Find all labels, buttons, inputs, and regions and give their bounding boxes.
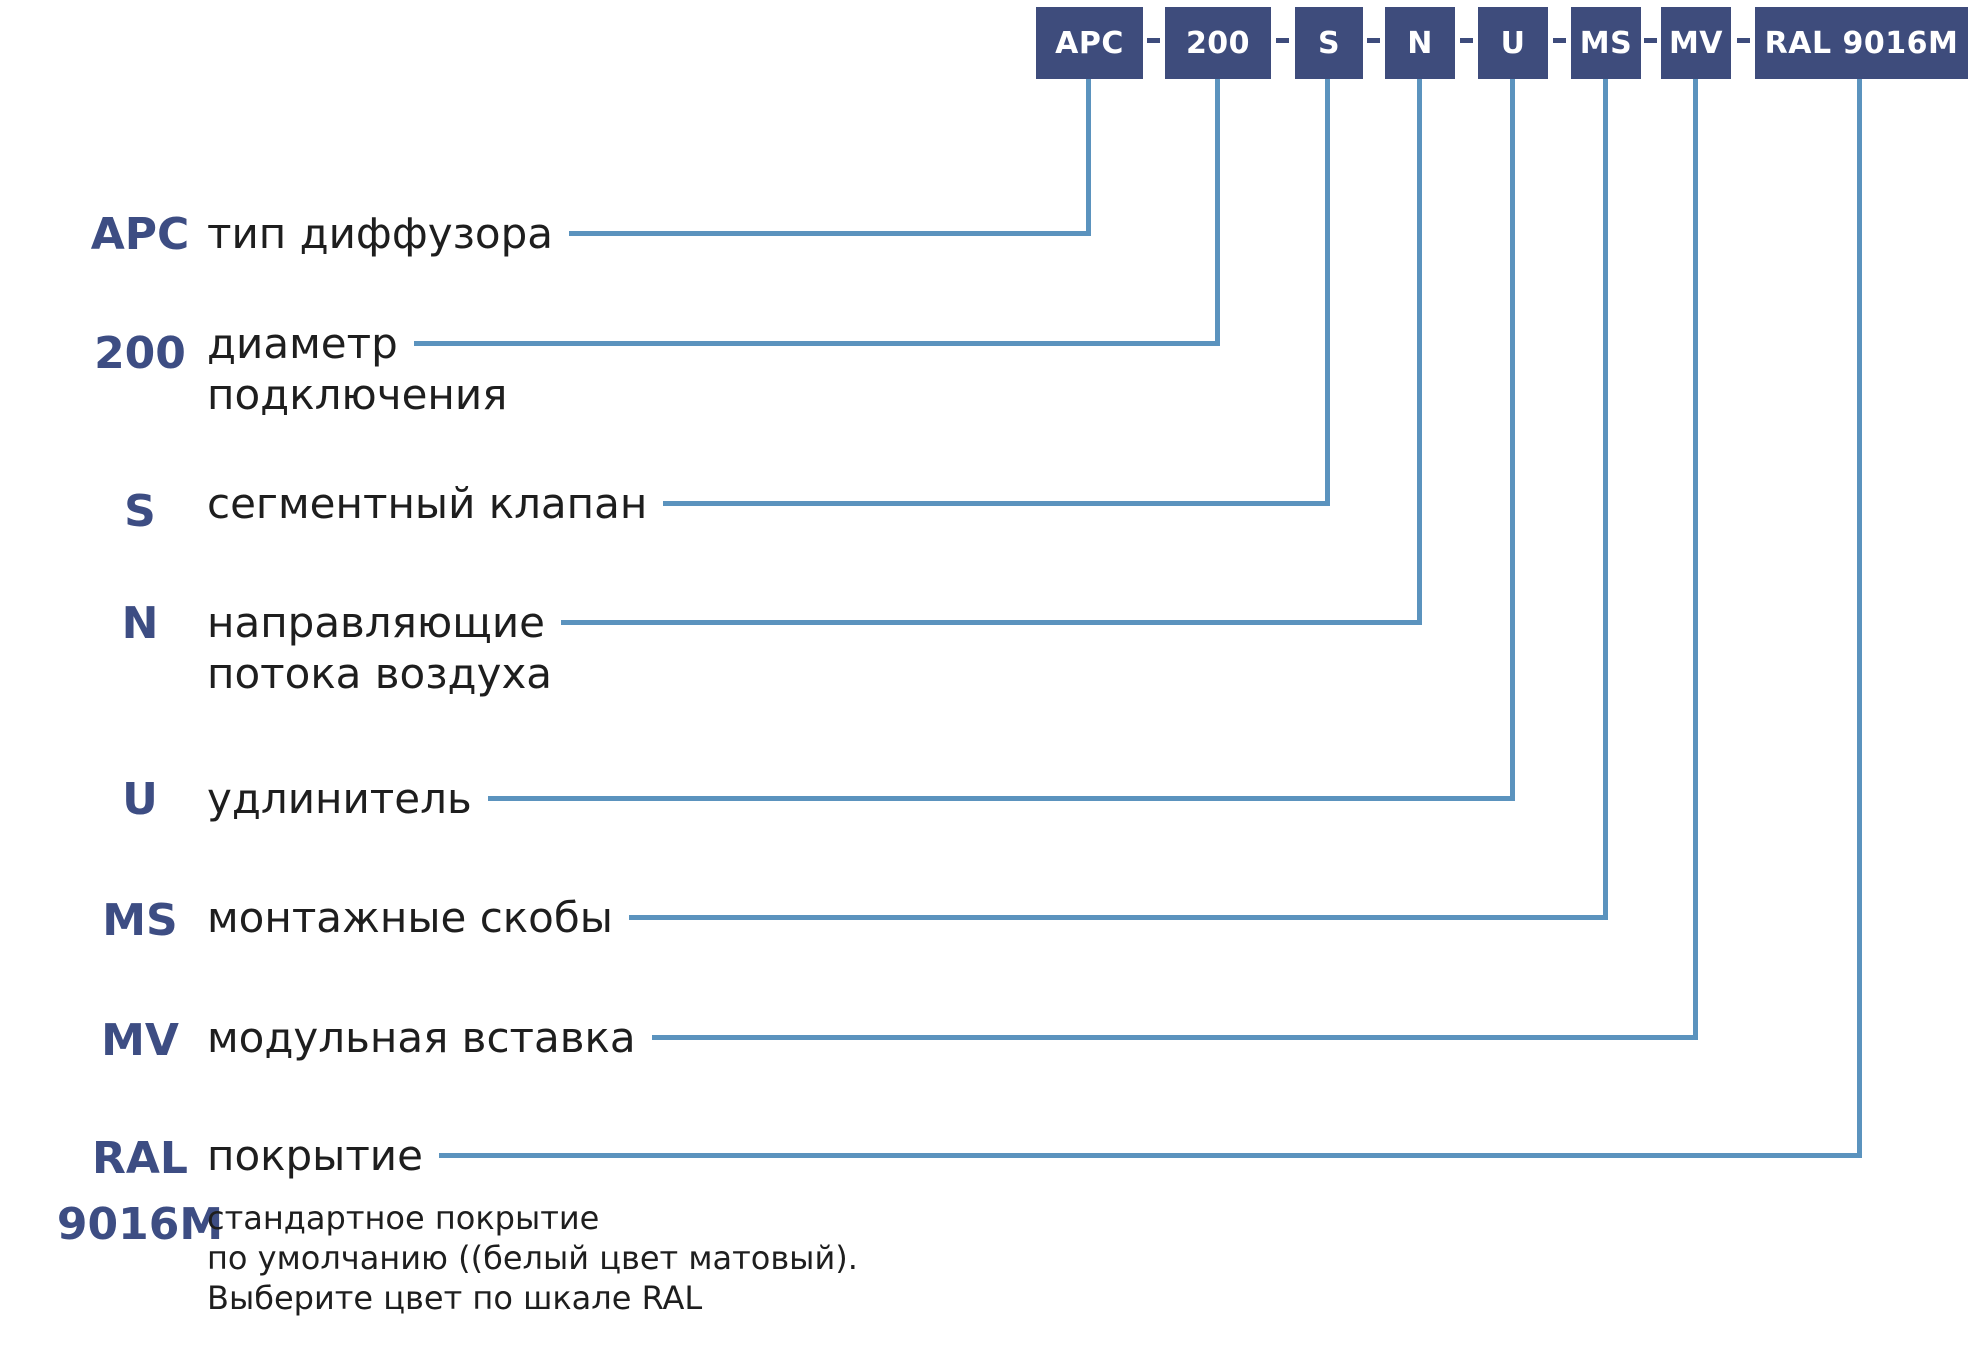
code-label-apc: APC bbox=[90, 209, 190, 260]
coating-note: стандартное покрытие по умолчанию ((белы… bbox=[207, 1198, 858, 1318]
code-label-line: 9016M bbox=[56, 1199, 224, 1250]
connector-horizontal-ral9016m bbox=[438, 1152, 1862, 1158]
row-label-line2: потока воздуха bbox=[207, 649, 553, 698]
code-separator-dash bbox=[1147, 38, 1160, 43]
code-separator-dash bbox=[1367, 38, 1380, 43]
connector-vertical-ral9016m bbox=[1857, 79, 1862, 1157]
connector-vertical-apc bbox=[1086, 79, 1091, 234]
row-label: диаметр bbox=[207, 318, 398, 368]
connector-horizontal-ms bbox=[628, 914, 1608, 920]
connector-vertical-u bbox=[1510, 79, 1515, 800]
code-box-label: APC bbox=[1055, 25, 1124, 61]
legend-row-n: направляющие потока воздуха bbox=[207, 596, 1422, 700]
code-box-label: MS bbox=[1579, 25, 1633, 61]
connector-horizontal-u bbox=[487, 795, 1515, 801]
legend-row-apc: тип диффузора bbox=[207, 207, 1091, 259]
connector-horizontal-200 bbox=[413, 340, 1220, 346]
row-label: сегментный клапан bbox=[207, 478, 648, 528]
code-box-label: MV bbox=[1668, 25, 1724, 61]
code-label-u: U bbox=[122, 774, 158, 825]
code-separator-dash bbox=[1644, 38, 1657, 43]
coating-note-line: по умолчанию ((белый цвет матовый). bbox=[207, 1239, 858, 1277]
row-label: удлинитель bbox=[207, 773, 472, 823]
code-box-ms: MS bbox=[1571, 7, 1641, 79]
legend-row-ms: монтажные скобы bbox=[207, 891, 1608, 943]
code-box-ral9016m: RAL 9016M bbox=[1755, 7, 1968, 79]
code-separator-dash bbox=[1460, 38, 1473, 43]
legend-row-ral9016m: покрытие bbox=[207, 1129, 1862, 1181]
code-label-200: 200 bbox=[94, 328, 186, 379]
coating-note-line: стандартное покрытие bbox=[207, 1199, 600, 1237]
code-box-label: U bbox=[1500, 25, 1526, 61]
code-separator-dash bbox=[1737, 38, 1750, 43]
code-label-ral9016m: RAL 9016M bbox=[45, 1126, 235, 1258]
code-box-label: S bbox=[1317, 25, 1341, 61]
row-label: модульная вставка bbox=[207, 1012, 636, 1062]
code-box-label: N bbox=[1407, 25, 1433, 61]
row-label: направляющие bbox=[207, 597, 545, 647]
code-label-line: RAL bbox=[92, 1133, 188, 1184]
connector-horizontal-n bbox=[560, 619, 1422, 625]
connector-vertical-mv bbox=[1693, 79, 1698, 1039]
code-label-s: S bbox=[124, 486, 156, 537]
connector-vertical-200 bbox=[1215, 79, 1220, 345]
connector-vertical-n bbox=[1417, 79, 1422, 624]
row-label-line2: подключения bbox=[207, 370, 508, 419]
legend-row-s: сегментный клапан bbox=[207, 477, 1330, 529]
coating-note-line: Выберите цвет по шкале RAL bbox=[207, 1279, 703, 1317]
code-box-label: RAL 9016M bbox=[1764, 25, 1959, 61]
code-separator-dash bbox=[1553, 38, 1566, 43]
connector-horizontal-s bbox=[663, 500, 1330, 506]
legend-row-mv: модульная вставка bbox=[207, 1011, 1698, 1063]
connector-horizontal-apc bbox=[569, 230, 1091, 236]
legend-row-u: удлинитель bbox=[207, 772, 1515, 824]
code-box-u: U bbox=[1478, 7, 1548, 79]
row-label: тип диффузора bbox=[207, 208, 554, 258]
row-label: покрытие bbox=[207, 1130, 423, 1180]
code-label-mv: MV bbox=[101, 1015, 179, 1066]
code-separator-dash bbox=[1276, 38, 1289, 43]
code-label-ms: MS bbox=[102, 895, 178, 946]
connector-vertical-s bbox=[1325, 79, 1330, 504]
code-box-200: 200 bbox=[1165, 7, 1271, 79]
code-box-s: S bbox=[1295, 7, 1363, 79]
code-box-label: 200 bbox=[1185, 25, 1251, 61]
connector-vertical-ms bbox=[1603, 79, 1608, 919]
code-box-mv: MV bbox=[1661, 7, 1731, 79]
code-label-n: N bbox=[121, 598, 159, 649]
row-label: монтажные скобы bbox=[207, 892, 613, 942]
connector-horizontal-mv bbox=[651, 1034, 1698, 1040]
code-box-n: N bbox=[1385, 7, 1455, 79]
legend-row-200: диаметр подключения bbox=[207, 317, 1220, 421]
code-box-apc: APC bbox=[1036, 7, 1143, 79]
